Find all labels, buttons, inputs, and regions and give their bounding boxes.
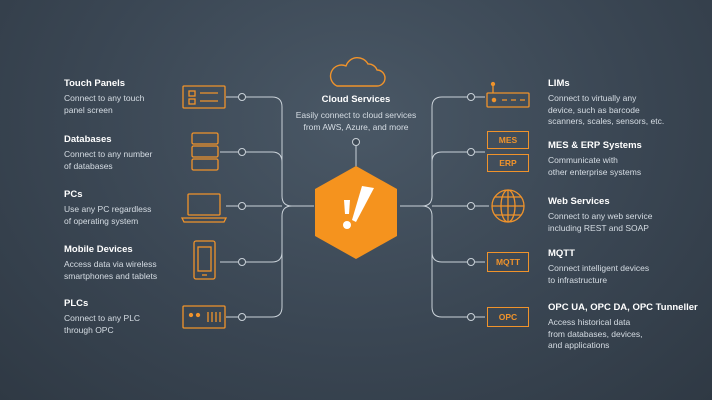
web-services-title: Web Services — [548, 196, 610, 207]
mobile-devices-desc-2: smartphones and tablets — [64, 270, 158, 281]
plcs-title: PLCs — [64, 298, 89, 309]
mes-erp-desc-1: Communicate with — [548, 155, 618, 165]
mqtt-item: MQTT Connect intelligent devices to infr… — [548, 248, 708, 286]
lims-device-icon — [486, 81, 530, 108]
mobile-devices-title: Mobile Devices — [64, 244, 133, 255]
mqtt-label-box: MQTT — [487, 252, 529, 272]
mobile-devices-desc-1: Access data via wireless — [64, 259, 157, 269]
lims-desc-2: device, such as barcode — [548, 104, 640, 115]
node-databases — [238, 148, 246, 156]
plc-icon — [182, 305, 226, 329]
cloud-services-desc-line-1: Easily connect to cloud services — [295, 110, 417, 120]
lims-item: LIMs Connect to virtually any device, su… — [548, 78, 708, 128]
mqtt-desc-2: to infrastructure — [548, 274, 608, 285]
lims-desc-3: scanners, scales, sensors, etc. — [548, 116, 665, 126]
node-plcs — [238, 313, 246, 321]
pcs-title: PCs — [64, 189, 83, 200]
touch-panels-desc-2: panel screen — [64, 104, 113, 115]
cloud-services-title: Cloud Services — [321, 94, 391, 105]
web-services-item: Web Services Connect to any web service … — [548, 196, 708, 234]
plcs-desc-2: through OPC — [64, 324, 114, 335]
opc-desc-1: Access historical data — [548, 317, 631, 327]
node-cloud — [352, 138, 360, 146]
databases-title: Databases — [64, 134, 112, 145]
opc-desc-2: from databases, devices, — [548, 328, 643, 339]
mes-erp-title: MES & ERP Systems — [548, 140, 642, 151]
databases-desc-2: of databases — [64, 160, 113, 171]
mqtt-title: MQTT — [548, 248, 575, 259]
opc-title: OPC UA, OPC DA, OPC Tunneller — [548, 302, 698, 313]
node-mobile — [238, 258, 246, 266]
central-hexagon-logo — [315, 166, 397, 259]
node-web — [467, 202, 475, 210]
mobile-devices-item: Mobile Devices Access data via wireless … — [64, 244, 224, 282]
plcs-desc-1: Connect to any PLC — [64, 313, 141, 323]
mqtt-desc-1: Connect intelligent devices — [548, 263, 650, 273]
node-lims — [467, 93, 475, 101]
lims-title: LIMs — [548, 78, 570, 89]
web-services-desc-1: Connect to any web service — [548, 211, 653, 221]
erp-label-box: ERP — [487, 154, 529, 172]
cloud-services-block: Cloud Services Easily connect to cloud s… — [276, 94, 436, 133]
opc-item: OPC UA, OPC DA, OPC Tunneller Access his… — [548, 302, 708, 352]
pcs-desc-1: Use any PC regardless — [64, 204, 152, 214]
touch-panels-title: Touch Panels — [64, 78, 126, 89]
node-mqtt — [467, 258, 475, 266]
database-icon — [191, 132, 219, 171]
touch-panels-item: Touch Panels Connect to any touch panel … — [64, 78, 224, 116]
pcs-desc-2: of operating system — [64, 215, 139, 226]
laptop-icon — [180, 193, 228, 223]
mes-erp-desc-2: other enterprise systems — [548, 166, 642, 177]
databases-desc-1: Connect to any number — [64, 149, 153, 159]
node-mes-erp — [467, 148, 475, 156]
pcs-item: PCs Use any PC regardless of operating s… — [64, 189, 224, 227]
mobile-device-icon — [193, 240, 216, 280]
node-opc — [467, 313, 475, 321]
mes-label-box: MES — [487, 131, 529, 149]
touch-panel-icon — [182, 85, 226, 109]
node-pcs — [238, 202, 246, 210]
web-services-desc-2: including REST and SOAP — [548, 222, 649, 233]
opc-desc-3: and applications — [548, 340, 610, 350]
mes-erp-item: MES & ERP Systems Communicate with other… — [548, 140, 708, 178]
plcs-item: PLCs Connect to any PLC through OPC — [64, 298, 224, 336]
cloud-icon — [329, 57, 386, 87]
databases-item: Databases Connect to any number of datab… — [64, 134, 224, 172]
lims-desc-1: Connect to virtually any — [548, 93, 637, 103]
touch-panels-desc-1: Connect to any touch — [64, 93, 145, 103]
opc-label-box: OPC — [487, 307, 529, 327]
node-touch-panels — [238, 93, 246, 101]
cloud-services-desc-line-2: from AWS, Azure, and more — [303, 121, 409, 132]
globe-icon — [491, 189, 525, 223]
